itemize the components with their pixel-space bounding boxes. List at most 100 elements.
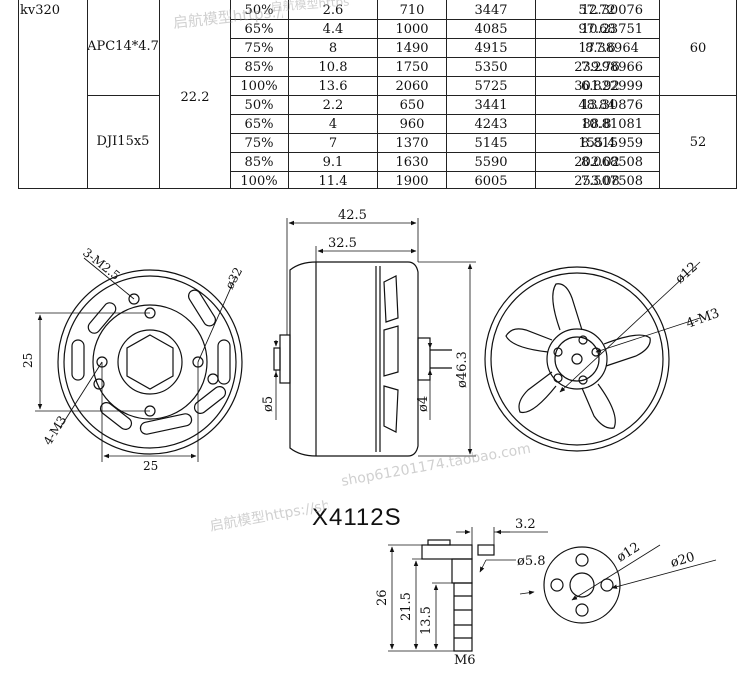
table-cell: 1750 bbox=[395, 60, 428, 75]
table-cell: 97.68 bbox=[578, 22, 615, 37]
table-cell: 1000 bbox=[395, 22, 428, 37]
table-cell: 4243 bbox=[474, 117, 507, 132]
table-cell: 65% bbox=[245, 117, 274, 132]
table-cell: 4.4 bbox=[323, 22, 344, 37]
propeller-apc: APC14*4.7 bbox=[86, 39, 159, 54]
table-cell: 650 bbox=[400, 98, 425, 113]
table-cell: 2.2 bbox=[323, 98, 344, 113]
adapter-thread-length-dim: 21.5 bbox=[399, 592, 414, 621]
kv-rating: kv320 bbox=[20, 3, 60, 18]
table-cell: 155.4 bbox=[578, 136, 615, 151]
table-cell: 10.23751 bbox=[581, 22, 643, 37]
table-cell: 5590 bbox=[474, 155, 507, 170]
prop-adapter-top bbox=[543, 546, 621, 624]
table-cell: 4 bbox=[329, 117, 337, 132]
table-cell: 11.4 bbox=[319, 174, 348, 189]
table-cell: 710 bbox=[400, 3, 425, 18]
table-cell: 202.02 bbox=[574, 155, 620, 170]
table-cell: 960 bbox=[400, 117, 425, 132]
motor-spec-table: kv320 APC14*4.7 DJI15x5 22.2 60 52 50% 2.… bbox=[18, 0, 737, 189]
table-cell: 5145 bbox=[474, 136, 507, 151]
table-cell: 8.815959 bbox=[581, 136, 643, 151]
side-view bbox=[273, 261, 452, 457]
adapter-height-dim: 26 bbox=[375, 589, 390, 606]
voltage: 22.2 bbox=[181, 90, 210, 105]
table-cell: 85% bbox=[245, 60, 274, 75]
propeller-dji: DJI15x5 bbox=[97, 134, 150, 149]
table-cell: 7 bbox=[329, 136, 337, 151]
table-cell: 85% bbox=[245, 155, 274, 170]
front-horizontal-dim: 25 bbox=[143, 459, 158, 473]
table-cell: 75% bbox=[245, 41, 274, 56]
table-cell: 13.6 bbox=[319, 79, 348, 94]
table-cell: 88.8 bbox=[583, 117, 612, 132]
temperature-dji: 52 bbox=[690, 135, 707, 150]
front-screws-top-label: 3-M2.5 bbox=[80, 245, 123, 283]
side-diameter-dim: ø46.3 bbox=[455, 351, 470, 388]
model-title: X4112S bbox=[312, 504, 402, 531]
side-view-dimensions bbox=[273, 218, 476, 457]
table-cell: 1900 bbox=[395, 174, 428, 189]
rear-circle-dim: ø12 bbox=[673, 260, 701, 287]
table-cell: 50% bbox=[245, 98, 274, 113]
adapter-large-circle-dim: ø20 bbox=[669, 550, 697, 571]
side-shaft-dim: ø5 bbox=[261, 396, 276, 412]
table-cell: 2060 bbox=[395, 79, 428, 94]
table-cell: 57.72 bbox=[578, 3, 615, 18]
side-body-length-dim: 32.5 bbox=[328, 236, 357, 251]
adapter-lower-dim: 13.5 bbox=[419, 606, 434, 635]
table-cell: 10.8 bbox=[319, 60, 348, 75]
table-cell: 75% bbox=[245, 136, 274, 151]
table-cell: 253.08 bbox=[574, 174, 620, 189]
front-circle-dim: ø32 bbox=[222, 265, 245, 291]
front-view bbox=[57, 257, 243, 455]
side-mount-shaft-dim: ø4 bbox=[416, 396, 431, 412]
table-cell: 8 bbox=[329, 41, 337, 56]
table-cell: 4085 bbox=[474, 22, 507, 37]
table-cell: 10.81081 bbox=[581, 117, 643, 132]
table-cell: 5725 bbox=[474, 79, 507, 94]
table-cell: 4915 bbox=[474, 41, 507, 56]
rear-view-dimensions bbox=[559, 261, 701, 393]
table-cell: 13.30876 bbox=[581, 98, 643, 113]
table-cell: 1630 bbox=[395, 155, 428, 170]
table-cell: 48.84 bbox=[578, 98, 615, 113]
table-cell: 2.6 bbox=[323, 3, 344, 18]
table-cell: 12.30076 bbox=[581, 3, 643, 18]
front-view-dimensions bbox=[35, 312, 199, 462]
screw-hole bbox=[128, 293, 140, 305]
screw-hole bbox=[578, 375, 588, 385]
screw-hole bbox=[553, 347, 563, 357]
adapter-top-dim: 3.2 bbox=[515, 517, 536, 532]
table-cell: 8.38964 bbox=[585, 41, 639, 56]
table-cell: 100% bbox=[240, 79, 277, 94]
screw-hole bbox=[207, 373, 219, 385]
table-cell: 301.92 bbox=[574, 79, 620, 94]
adapter-small-circle-dim: ø12 bbox=[614, 540, 643, 566]
front-vertical-dim: 25 bbox=[21, 353, 35, 368]
adapter-bore-dim: ø5.8 bbox=[517, 554, 546, 569]
temperature-apc: 60 bbox=[690, 41, 707, 56]
table-cell: 6.822999 bbox=[581, 79, 643, 94]
screw-hole bbox=[93, 378, 105, 390]
table-cell: 50% bbox=[245, 3, 274, 18]
prop-adapter-side-dimensions bbox=[388, 527, 548, 652]
rear-screws-label: 4-M3 bbox=[684, 306, 721, 332]
screw-hole bbox=[553, 373, 563, 383]
table-cell: 1490 bbox=[395, 41, 428, 56]
table-cell: 3447 bbox=[474, 3, 507, 18]
table-cell: 239.76 bbox=[574, 60, 620, 75]
table-cell: 5350 bbox=[474, 60, 507, 75]
table-cell: 65% bbox=[245, 22, 274, 37]
screw-hole bbox=[578, 335, 588, 345]
adapter-thread-dim: M6 bbox=[454, 653, 476, 668]
table-cell: 9.1 bbox=[323, 155, 344, 170]
table-cell: 6005 bbox=[474, 174, 507, 189]
table-cell: 177.6 bbox=[578, 41, 615, 56]
prop-adapter-top-dimensions bbox=[519, 544, 717, 601]
table-cell: 100% bbox=[240, 174, 277, 189]
table-cell: 8.068508 bbox=[581, 155, 643, 170]
side-overall-length-dim: 42.5 bbox=[338, 208, 367, 223]
table-cell: 7.298966 bbox=[581, 60, 643, 75]
